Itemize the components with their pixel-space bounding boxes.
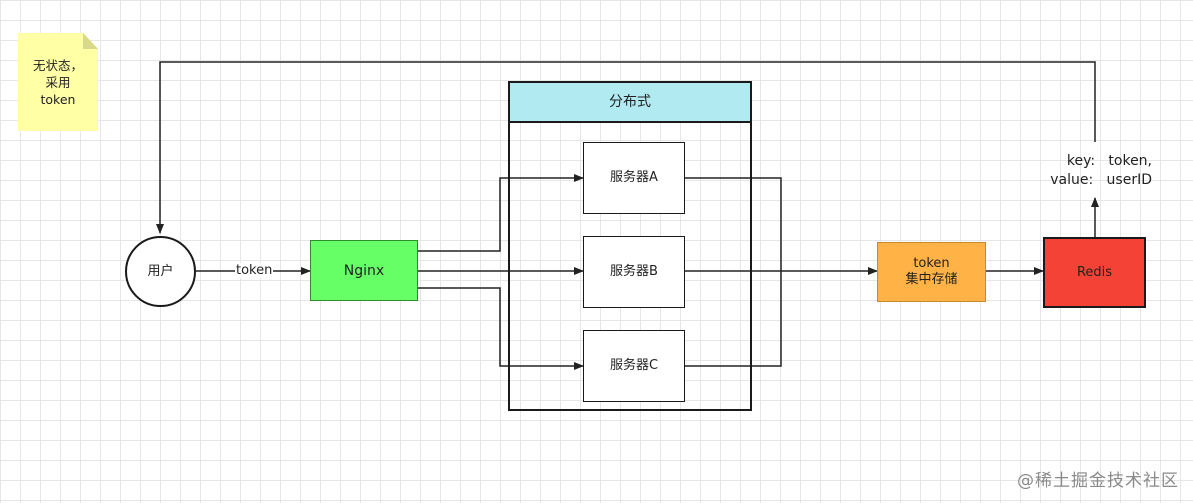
note-text: 无状态， 采用 token — [32, 57, 83, 107]
cluster-header: 分布式 — [508, 81, 752, 123]
server-c-node: 服务器C — [583, 330, 685, 402]
edge-server-a-to-store — [685, 177, 782, 271]
server-b-label: 服务器B — [610, 264, 658, 279]
watermark: @稀土掘金技术社区 — [1017, 471, 1179, 491]
nginx-node: Nginx — [310, 240, 418, 301]
cluster-title: 分布式 — [609, 94, 651, 110]
server-c-label: 服务器C — [609, 358, 659, 373]
edge-label-token: token — [235, 263, 274, 278]
sticky-note: 无状态， 采用 token — [18, 33, 98, 131]
redis-node: Redis — [1043, 237, 1146, 308]
edge-feedback-to-user — [156, 61, 1096, 234]
user-label: 用户 — [147, 263, 174, 279]
nginx-label: Nginx — [343, 262, 385, 279]
kv-line-key: key: token, — [1066, 153, 1152, 169]
server-a-label: 服务器A — [610, 170, 658, 185]
store-label-line2: 集中存储 — [905, 272, 958, 287]
edge-nginx-to-server-a — [418, 174, 584, 252]
edge-nginx-to-server-c — [418, 287, 584, 370]
store-label-line1: token — [913, 256, 950, 271]
redis-label: Redis — [1076, 264, 1113, 280]
edge-server-c-to-store — [685, 271, 782, 367]
kv-label: key: token, value: userID — [1040, 152, 1152, 190]
user-node: 用户 — [125, 236, 196, 307]
server-a-node: 服务器A — [583, 142, 685, 214]
kv-line-value: value: userID — [1050, 172, 1152, 188]
server-b-node: 服务器B — [583, 236, 685, 308]
token-store-node: token 集中存储 — [877, 242, 986, 302]
